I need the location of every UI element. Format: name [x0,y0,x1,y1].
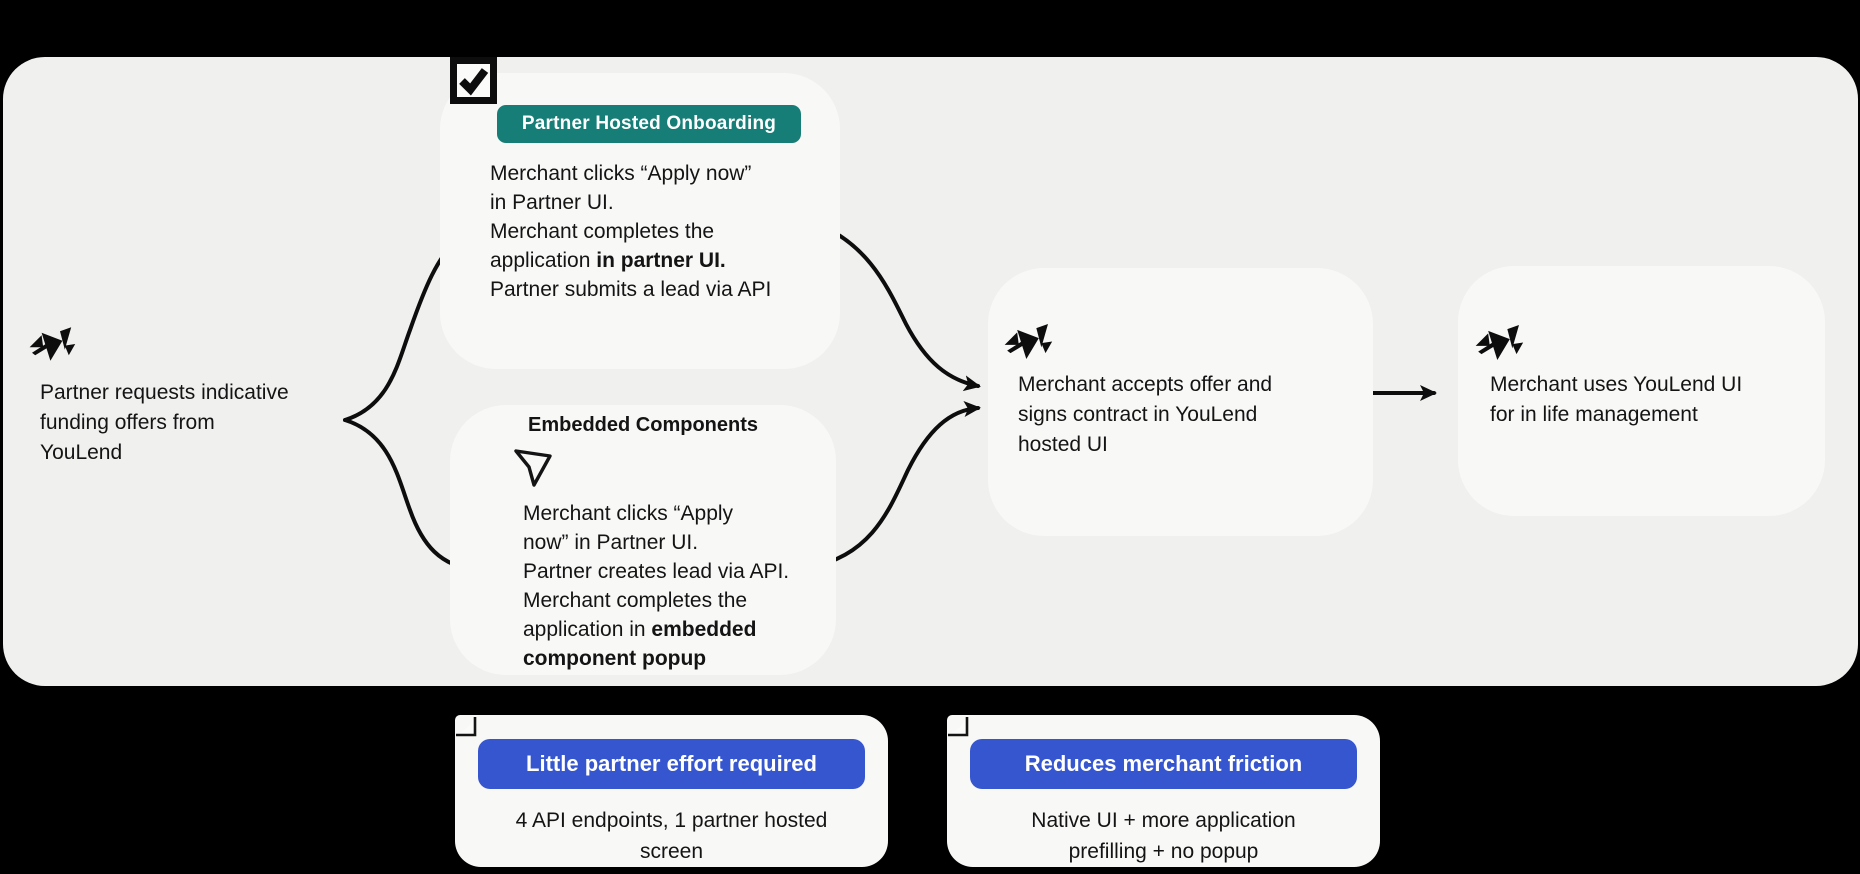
youlend-logo-icon [1003,323,1053,360]
note-merchant-friction: Reduces merchant friction Native UI + mo… [947,715,1380,867]
note-partner-effort: Little partner effort required 4 API end… [455,715,888,867]
partner-hosted-step-text: Merchant clicks “Apply now”in Partner UI… [490,162,772,301]
youlend-logo-icon [28,326,76,362]
cursor-arrow-icon [514,449,552,487]
checked-checkbox-icon [450,57,497,104]
card-embedded-components: Embedded Components Merchant clicks “App… [450,405,836,675]
card-partner-hosted-onboarding: Partner Hosted Onboarding Merchant click… [440,73,840,369]
folded-corner-icon [456,716,477,737]
embedded-components-title: Embedded Components [527,414,758,436]
partner-hosted-onboarding-badge: Partner Hosted Onboarding [497,105,801,143]
youlend-logo-icon [1474,324,1524,361]
folded-corner-icon [948,716,969,737]
partner-effort-badge: Little partner effort required [478,739,865,789]
merchant-friction-badge: Reduces merchant friction [970,739,1357,789]
